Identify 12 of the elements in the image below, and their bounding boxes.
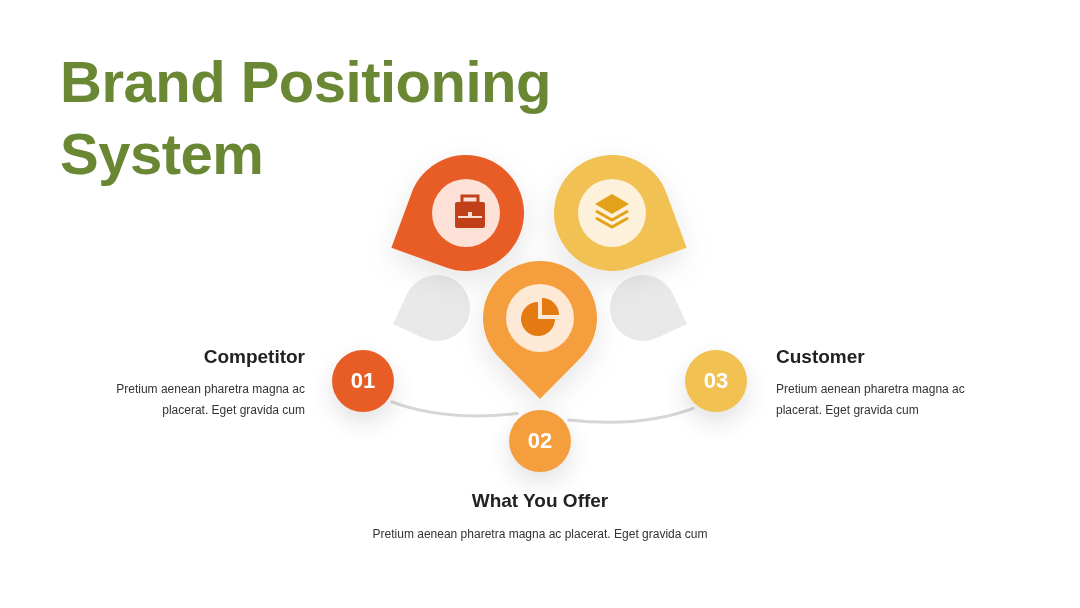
number-circle: 02 <box>509 410 571 472</box>
step-heading: What You Offer <box>470 490 610 512</box>
number-circle: 03 <box>685 350 747 412</box>
connector-line <box>390 400 519 418</box>
step-description: Pretium aenean pharetra magna ac placerat. Eget gravida cum <box>115 381 305 419</box>
step-heading: Competitor <box>203 346 305 368</box>
step-description: Pretium aenean pharetra magna ac placerat. Eget gravida cum <box>776 381 966 419</box>
title: Brand Positioning System <box>60 48 552 188</box>
connector-line <box>567 406 695 424</box>
step-heading: Customer <box>776 346 865 368</box>
number-circle: 01 <box>332 350 394 412</box>
step-description: Pretium aenean pharetra magna ac placerat. Eget gravida cum <box>371 526 709 543</box>
